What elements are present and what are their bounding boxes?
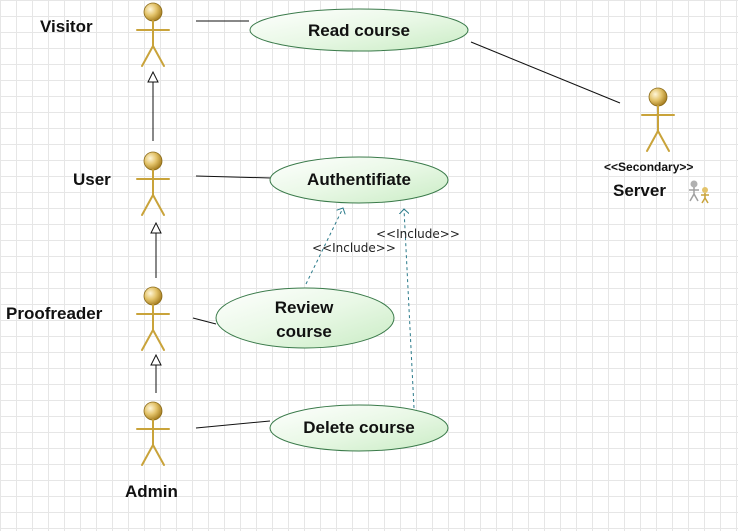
assoc-proofreader-review [192, 317, 217, 325]
secondary-actor-icon [689, 180, 709, 204]
usecase-delete-course-label: Delete course [303, 418, 415, 437]
actor-head [143, 2, 163, 22]
usecase-authentificate[interactable]: Authentifiate [269, 156, 449, 204]
actor-server-label: Server [613, 181, 666, 200]
usecase-authentificate-label: Authentifiate [307, 170, 411, 189]
usecase-review-course-label-1: Review [275, 298, 334, 317]
actor-head [143, 401, 163, 421]
include-label-delete: <<Include>> [376, 227, 460, 241]
assoc-admin-delete [195, 420, 271, 429]
generalization-admin-proofreader [150, 353, 162, 393]
actor-head [143, 151, 163, 171]
generalization-proofreader-user [150, 221, 162, 278]
actor-user[interactable] [136, 151, 170, 216]
include-label-review: <<Include>> [312, 241, 396, 255]
actor-server[interactable] [641, 87, 675, 152]
usecase-delete-course[interactable]: Delete course [269, 404, 449, 452]
actor-proofreader[interactable] [136, 286, 170, 351]
assoc-user-auth [195, 175, 272, 179]
include-review-auth [305, 208, 343, 285]
actor-head [143, 286, 163, 306]
usecase-review-course[interactable]: Review course [215, 287, 395, 349]
usecase-review-course-label-2: course [276, 322, 332, 341]
actor-server-stereotype: <<Secondary>> [604, 160, 693, 174]
actor-proofreader-label: Proofreader [6, 304, 103, 323]
usecase-read-course[interactable]: Read course [249, 8, 469, 52]
usecase-read-course-label: Read course [308, 21, 410, 40]
generalization-user-visitor [147, 70, 159, 141]
actor-visitor[interactable] [136, 2, 170, 67]
actor-visitor-label: Visitor [40, 17, 93, 36]
actor-user-label: User [73, 170, 111, 189]
assoc-read-server [470, 41, 621, 104]
actor-admin-label: Admin [125, 482, 178, 501]
actor-admin[interactable] [136, 401, 170, 466]
actor-head [648, 87, 668, 107]
